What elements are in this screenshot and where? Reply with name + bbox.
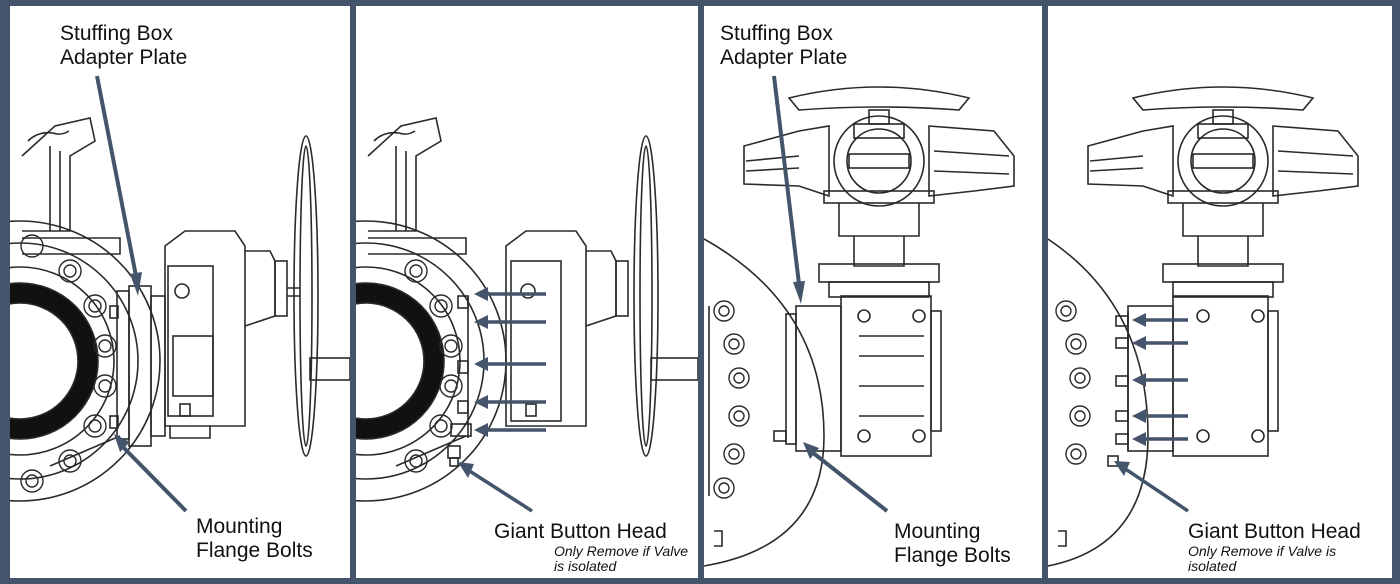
button-head-note: Only Remove if Valve is isolated (554, 543, 689, 575)
side-view-drawing-2 (356, 117, 698, 513)
top-view-drawing-4 (1048, 86, 1359, 567)
button-head-label: Giant Button Head (494, 520, 667, 543)
panel-2-side-view-arrows: Giant Button Head Only Remove if Valve i… (356, 6, 698, 578)
side-view-drawing-1 (10, 75, 350, 513)
panel-3-top-view: Stuffing Box Adapter Plate Mounting Flan… (704, 6, 1042, 578)
flange-bolts-label: Mounting Flange Bolts (196, 515, 313, 563)
button-head-note: Only Remove if Valve is isolated (1188, 543, 1337, 575)
adapter-plate-label: Stuffing Box Adapter Plate (720, 22, 848, 70)
top-view-drawing-3 (704, 75, 1015, 567)
panel-1-side-view: Stuffing Box Adapter Plate Mounting Flan… (10, 6, 350, 578)
panel-4-top-view-arrows: Giant Button Head Only Remove if Valve i… (1048, 6, 1392, 578)
button-head-label: Giant Button Head (1188, 520, 1361, 543)
flange-bolts-label: Mounting Flange Bolts (894, 520, 1011, 568)
adapter-plate-label: Stuffing Box Adapter Plate (60, 22, 188, 70)
